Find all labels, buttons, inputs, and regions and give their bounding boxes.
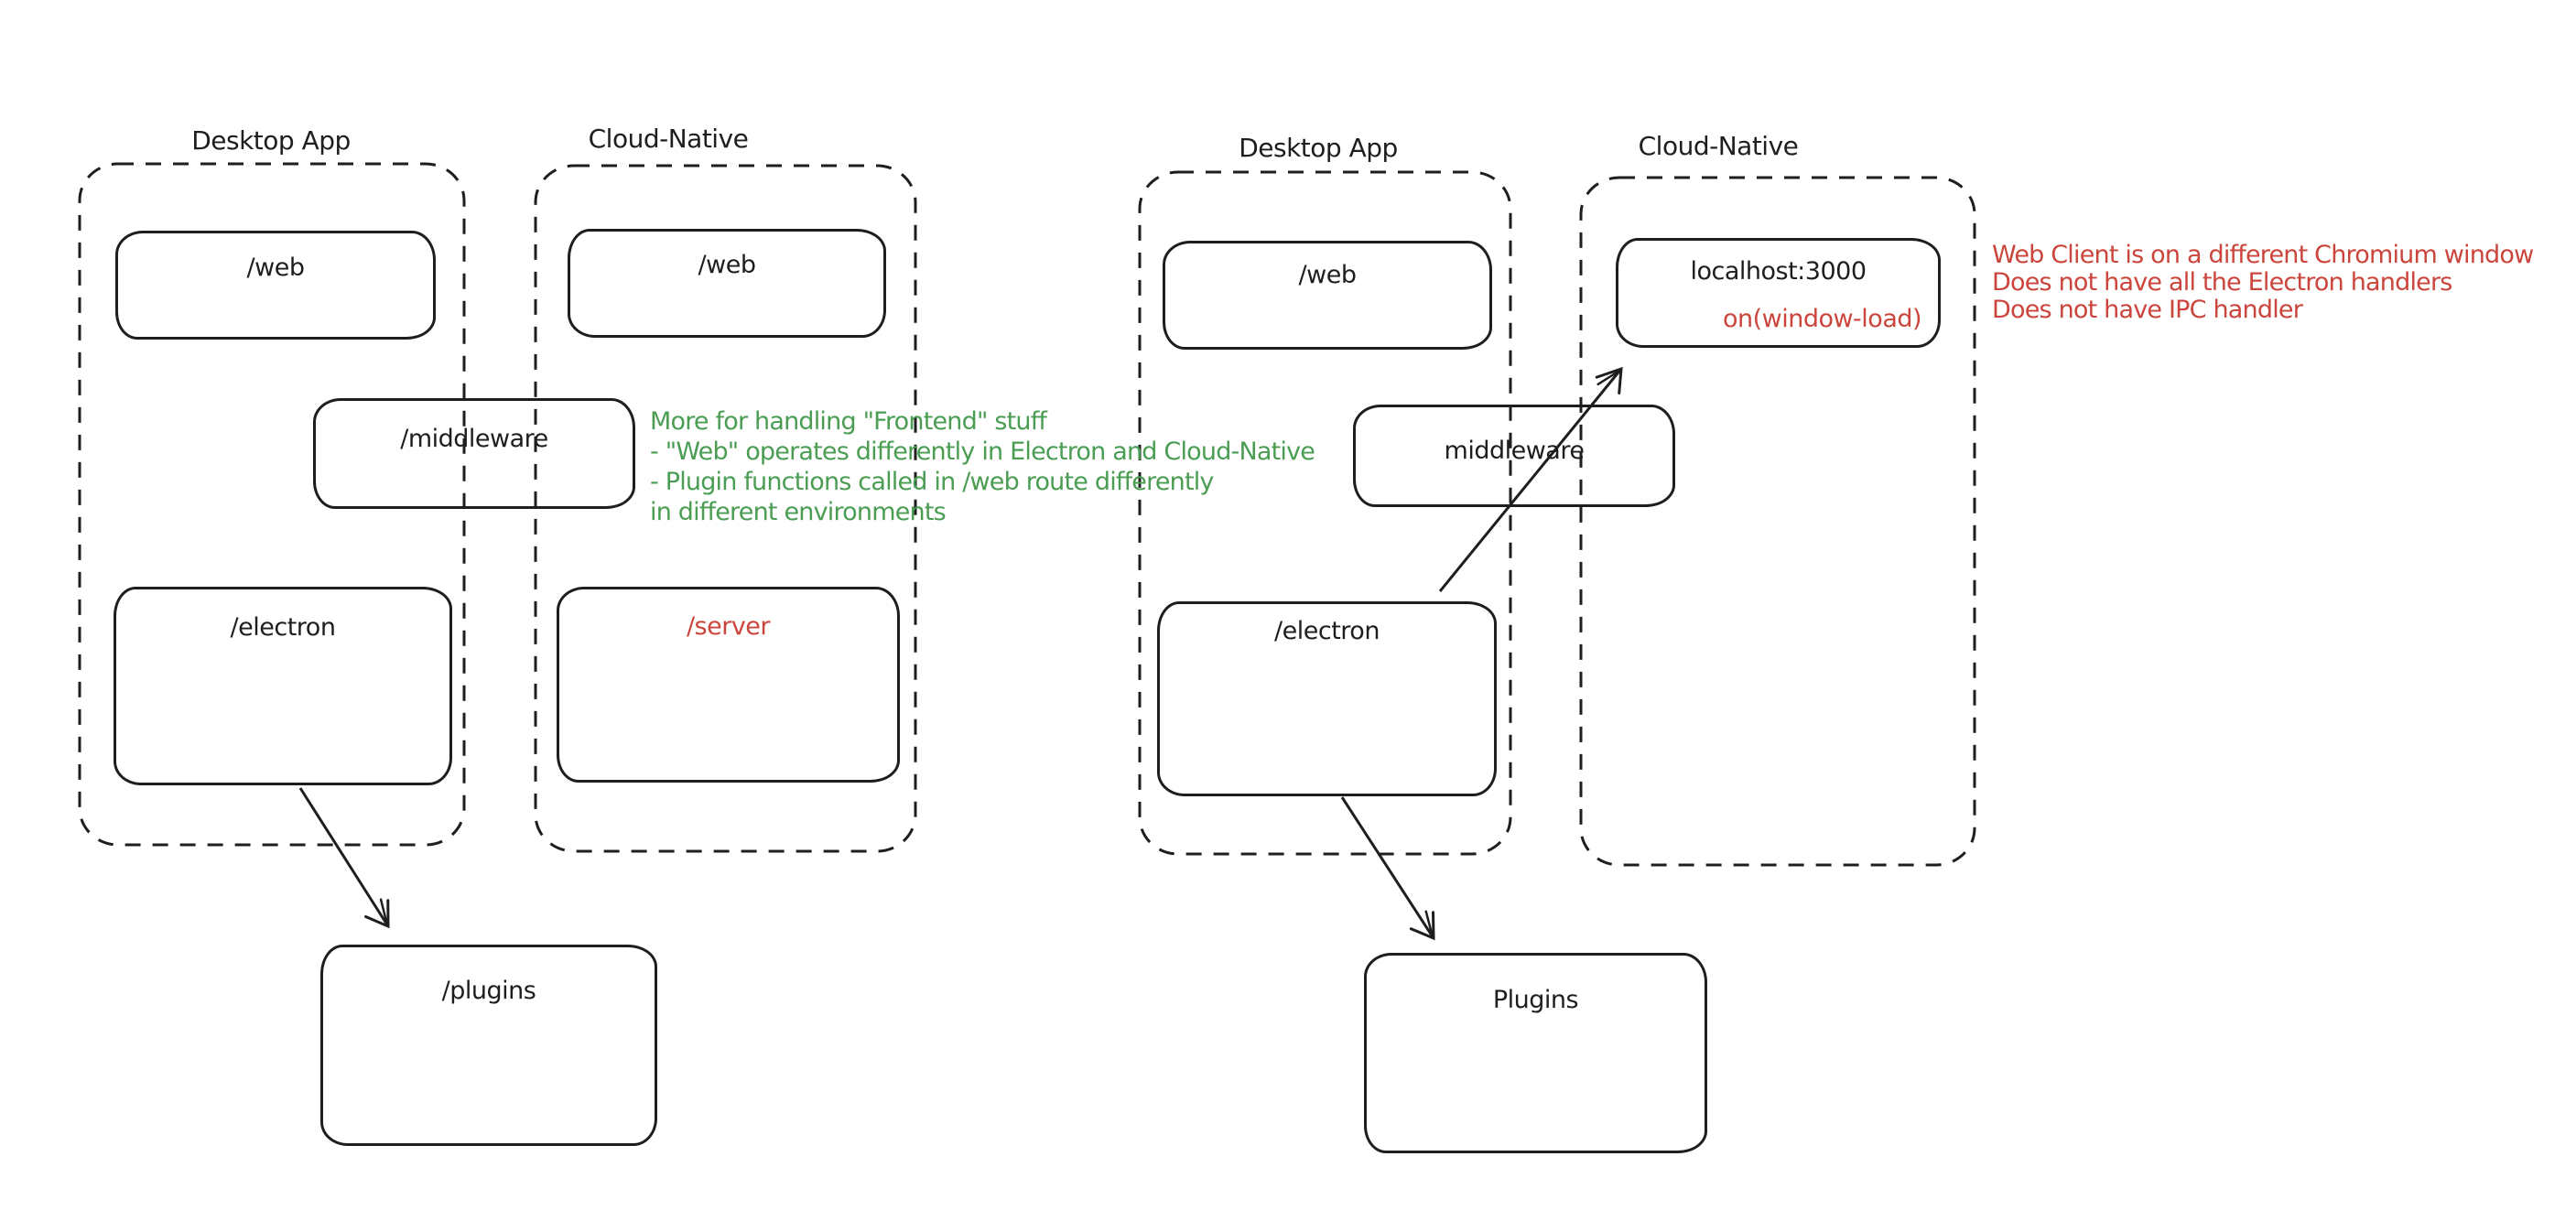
green-note: More for handling "Frontend" stuff - "We…	[650, 406, 1315, 527]
left-plugins-box: /plugins	[320, 945, 657, 1146]
left-server-box: /server	[557, 587, 900, 783]
right-localhost-box: localhost:3000 on(window-load)	[1616, 238, 1941, 348]
red-note-line-2: Does not have all the Electron handlers	[1992, 268, 2452, 297]
right-cloud-group-title: Cloud-Native	[1638, 131, 1799, 161]
left-desktop-web-box: /web	[115, 231, 436, 340]
left-middleware-label: /middleware	[400, 425, 548, 453]
right-electron-box: /electron	[1157, 601, 1497, 796]
green-note-line-1: More for handling "Frontend" stuff	[650, 407, 1047, 436]
left-plugins-label: /plugins	[441, 977, 536, 1005]
left-cloud-web-label: /web	[698, 251, 756, 279]
green-note-line-3: - Plugin functions called in /web route …	[650, 468, 1214, 496]
left-electron-label: /electron	[230, 613, 336, 642]
arrow-right-electron-to-plugins	[1340, 796, 1435, 941]
right-electron-label: /electron	[1274, 617, 1380, 645]
left-cloud-group-title: Cloud-Native	[588, 124, 749, 154]
right-desktop-web-box: /web	[1163, 241, 1492, 350]
left-server-label: /server	[686, 612, 771, 641]
green-note-line-2: - "Web" operates differently in Electron…	[650, 438, 1315, 466]
right-middleware-label: middleware	[1444, 437, 1585, 465]
right-middleware-box: middleware	[1353, 405, 1675, 507]
red-note: Web Client is on a different Chromium wi…	[1992, 241, 2534, 324]
right-plugins-label: Plugins	[1492, 986, 1579, 1014]
left-desktop-web-label: /web	[246, 254, 305, 282]
right-localhost-label: localhost:3000	[1690, 257, 1867, 286]
right-plugins-box: Plugins	[1364, 953, 1707, 1153]
arrow-left-electron-to-plugins	[298, 787, 390, 929]
left-desktop-group-title: Desktop App	[191, 125, 351, 156]
right-localhost-window-load-label: on(window-load)	[1722, 305, 1922, 333]
left-middleware-box: /middleware	[313, 398, 635, 509]
right-desktop-group-title: Desktop App	[1239, 133, 1398, 163]
right-desktop-web-label: /web	[1298, 261, 1357, 289]
left-electron-box: /electron	[114, 587, 452, 785]
red-note-line-1: Web Client is on a different Chromium wi…	[1992, 241, 2534, 269]
red-note-line-3: Does not have IPC handler	[1992, 296, 2303, 324]
green-note-line-4: in different environments	[650, 498, 947, 526]
left-cloud-web-box: /web	[568, 229, 886, 338]
